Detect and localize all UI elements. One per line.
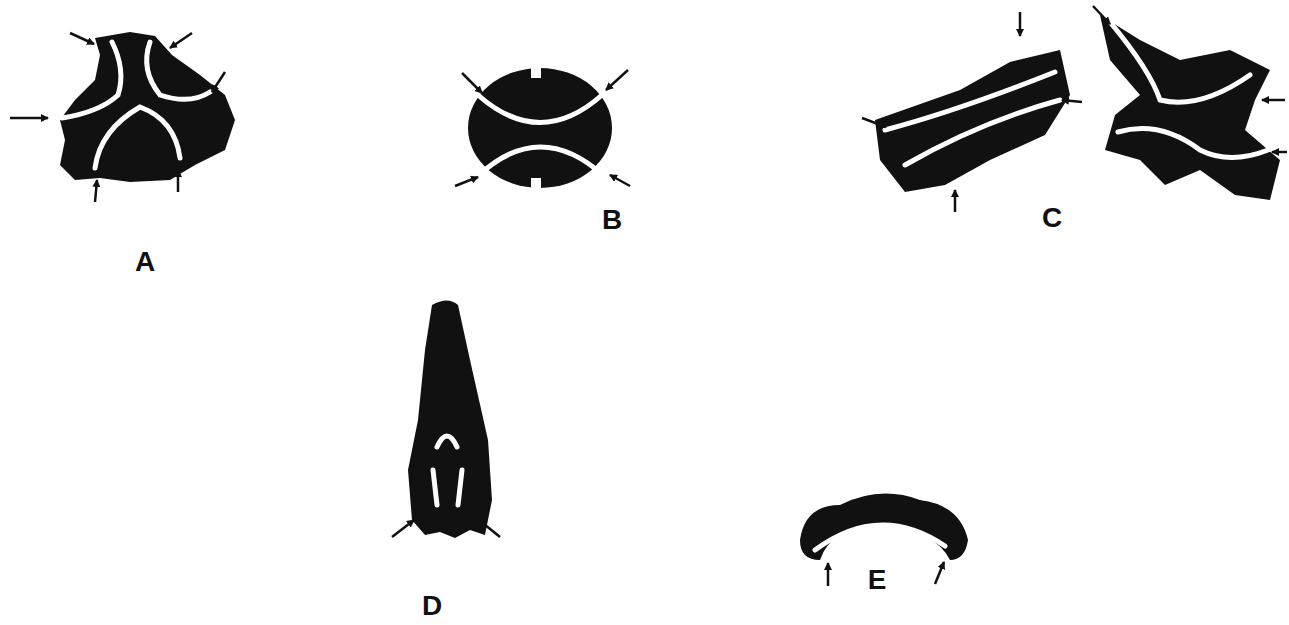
figure-letter: E xyxy=(868,566,887,594)
figure-letter: B xyxy=(602,206,622,234)
figure-letter: D xyxy=(422,592,442,620)
figure-letter: C xyxy=(1042,204,1062,232)
figure-letter: A xyxy=(135,248,155,276)
